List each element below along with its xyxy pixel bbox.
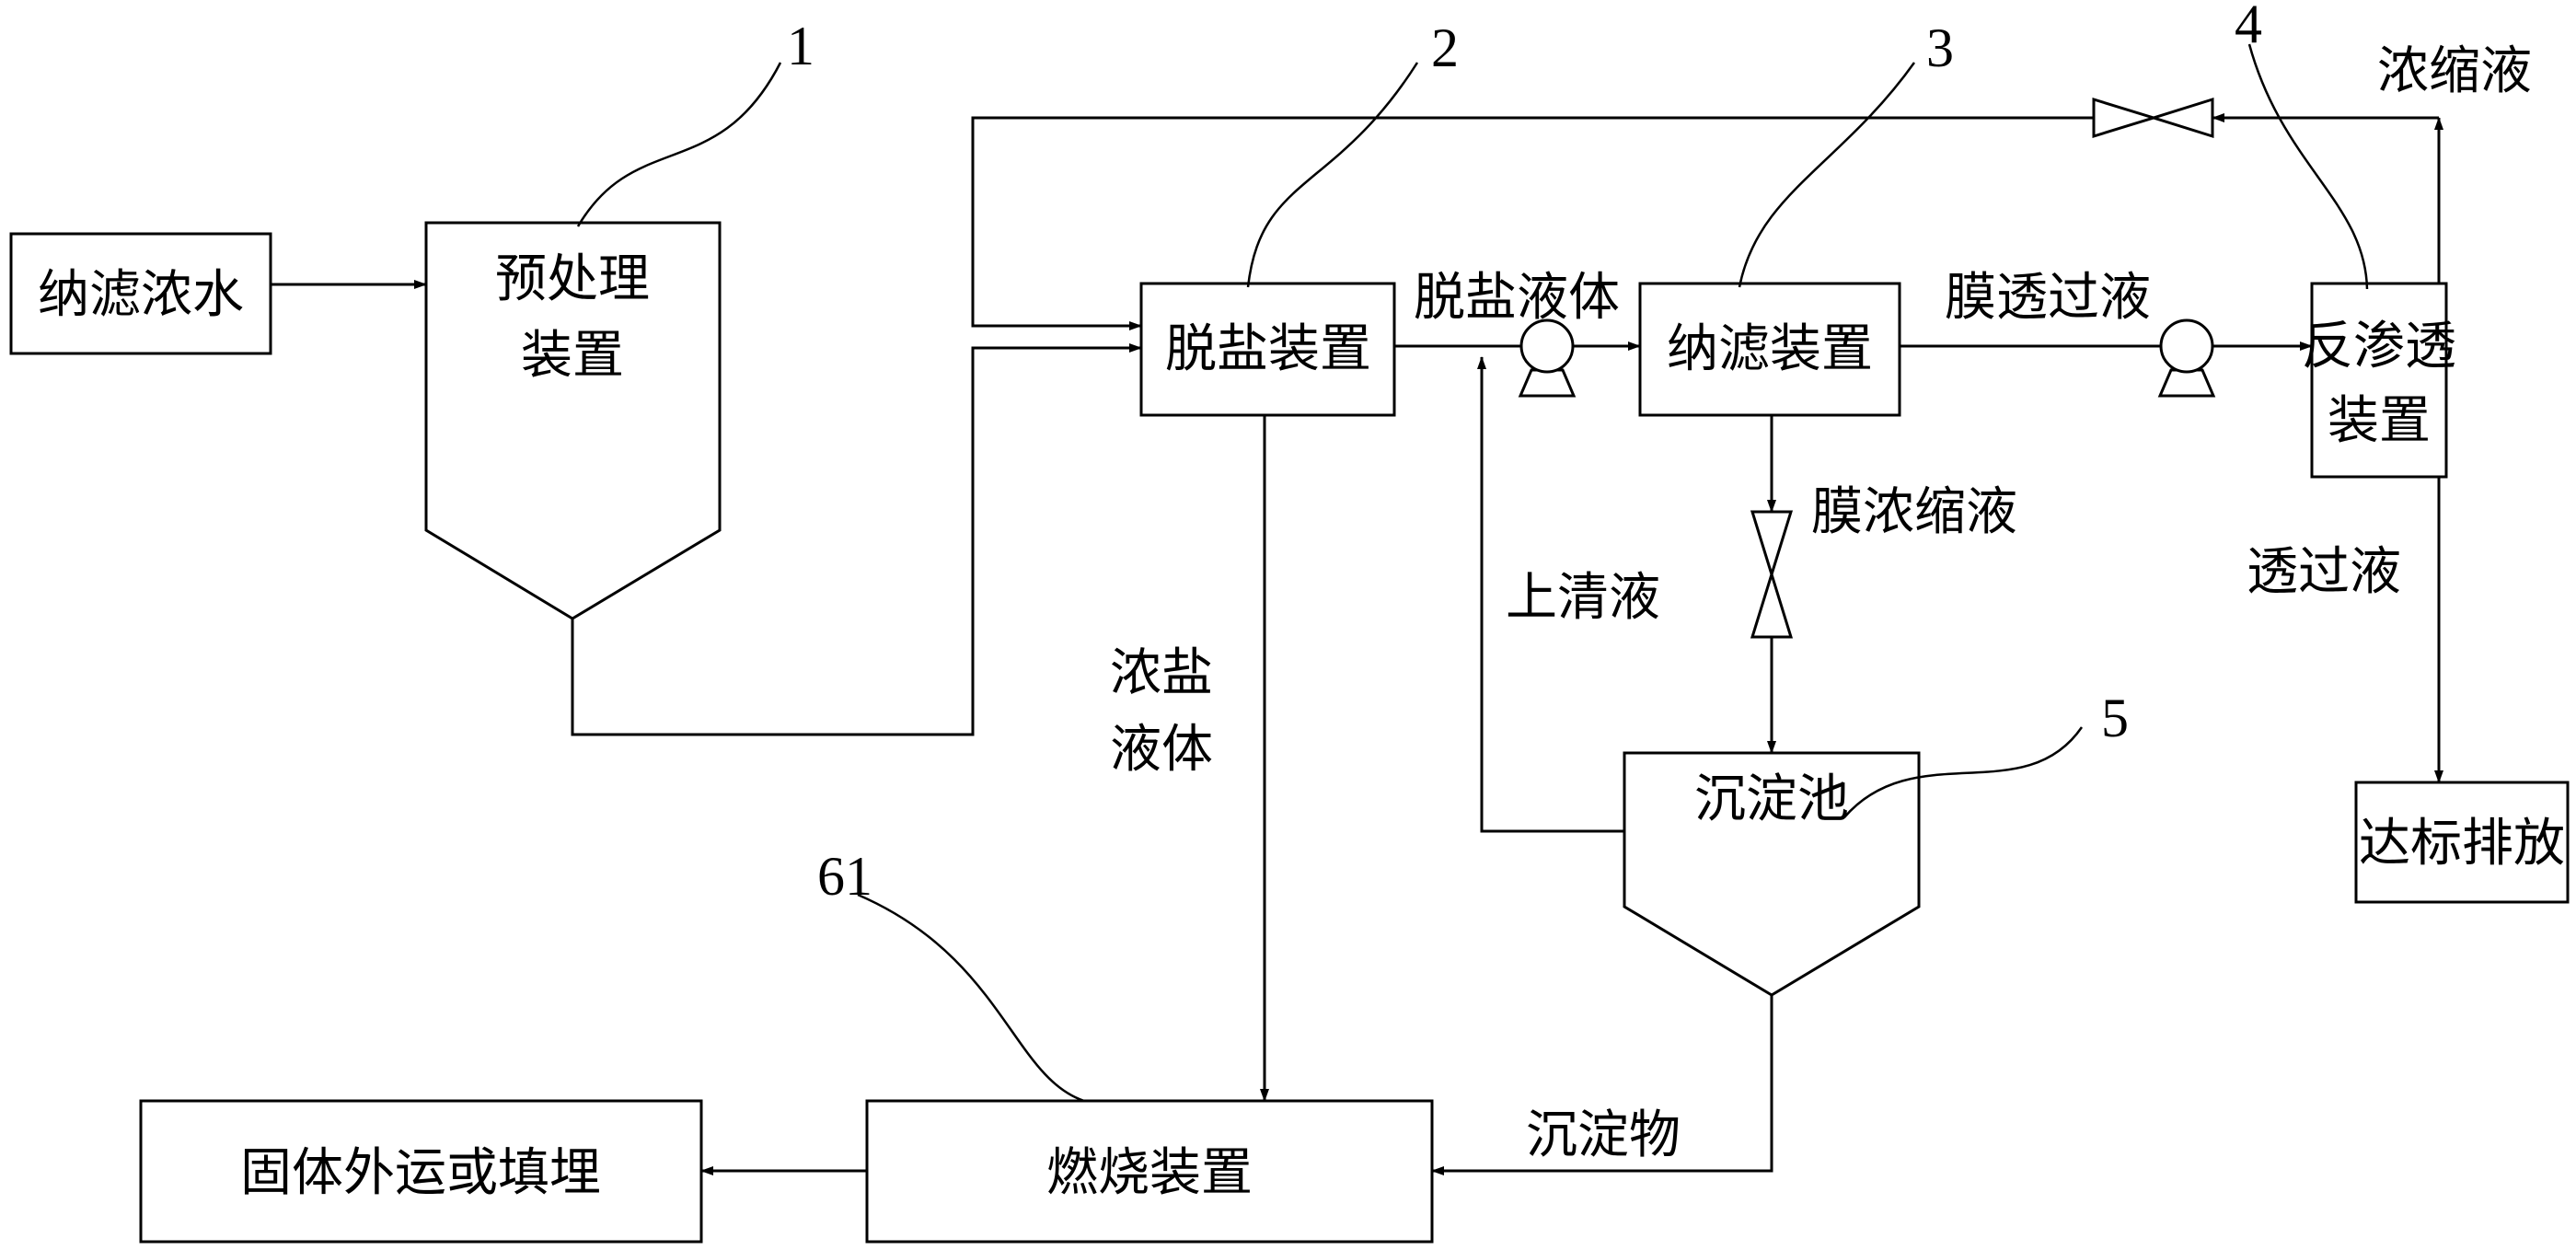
desalination-label: 脱盐装置 — [1165, 319, 1371, 379]
supernatant-label: 上清液 — [1506, 568, 1660, 628]
ro-permeate-label: 透过液 — [2247, 542, 2401, 602]
ro-label-2: 装置 — [2328, 391, 2431, 451]
callout-4: 4 — [2235, 0, 2262, 54]
nf-concentrate-box — [9, 232, 272, 355]
pump-permeate-icon — [2157, 318, 2216, 398]
ro-concentrate-label: 浓缩液 — [2377, 41, 2532, 101]
discharge-box — [2354, 781, 2570, 904]
brine-label-2: 液体 — [1110, 720, 1213, 780]
discharge-label: 达标排放 — [2359, 814, 2565, 874]
valve-recycle-icon — [2092, 97, 2214, 139]
membrane-concentrate-label: 膜浓缩液 — [1811, 482, 2017, 542]
ro-label-1: 反渗透 — [2302, 317, 2456, 376]
leader-1 — [576, 62, 782, 227]
pretreatment-label-1: 预处理 — [495, 249, 650, 309]
leader-2 — [1246, 62, 1419, 288]
solid-disposal-label: 固体外运或填埋 — [240, 1143, 601, 1203]
leader-61 — [857, 893, 1085, 1103]
callout-1: 1 — [787, 16, 814, 76]
ro-box — [2310, 282, 2448, 479]
nf-concentrate-label: 纳滤浓水 — [38, 265, 244, 325]
brine-label-1: 浓盐 — [1110, 643, 1213, 703]
valve-concentrate-icon — [1750, 510, 1794, 639]
pretreatment-label-2: 装置 — [521, 326, 624, 386]
flow-supernatant — [1477, 356, 1624, 833]
callout-2: 2 — [1431, 17, 1459, 78]
sediment-label: 沉淀物 — [1526, 1105, 1681, 1165]
flow-recycle-return — [971, 116, 2094, 330]
flow-pretreated — [571, 343, 1142, 736]
sedimentation-label: 沉淀池 — [1694, 770, 1849, 829]
leader-3 — [1738, 62, 1916, 288]
combustion-label: 燃烧装置 — [1046, 1143, 1253, 1203]
pretreatment-vessel — [424, 221, 722, 620]
callout-3: 3 — [1926, 17, 1954, 78]
flow-sediment — [1431, 995, 1773, 1175]
pump-desalted-icon — [1518, 318, 1577, 398]
callout-61: 61 — [817, 846, 872, 907]
desalted-liquid-label: 脱盐液体 — [1414, 268, 1620, 328]
nanofiltration-box — [1638, 282, 1901, 417]
solid-disposal-box — [139, 1099, 703, 1244]
leader-5 — [1843, 726, 2084, 818]
nanofiltration-label: 纳滤装置 — [1667, 319, 1873, 379]
membrane-permeate-label: 膜透过液 — [1945, 268, 2151, 328]
sedimentation-vessel — [1623, 751, 1921, 997]
callout-5: 5 — [2101, 688, 2129, 748]
leader-4 — [2247, 43, 2369, 290]
